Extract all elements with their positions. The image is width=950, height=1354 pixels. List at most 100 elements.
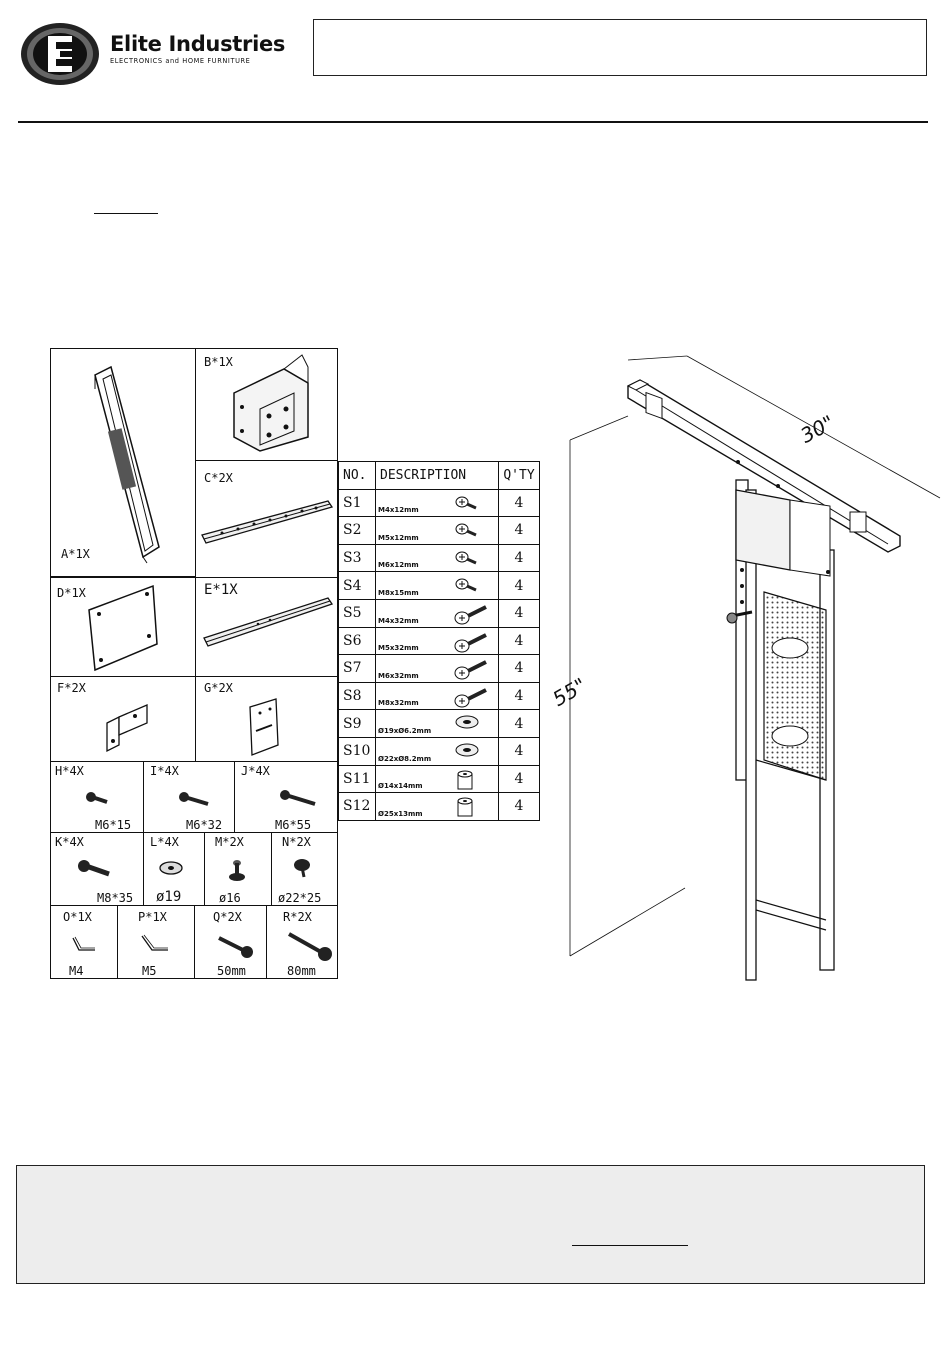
part-label-j: J*4X [241,764,270,778]
dimension-line [686,355,941,499]
part-label-p: P*1X [138,910,167,924]
row-qty: 4 [498,681,540,711]
part-cell-o: O*1X M4 [50,905,118,979]
part-size-h: M6*15 [95,818,132,832]
row-number: S7 [338,654,376,683]
washer-icon [159,861,183,875]
part-label-b: B*1X [204,355,233,369]
bolt-icon [179,792,209,806]
spec-text: Ø22xØ8.2mm [378,754,432,763]
row-number: S5 [338,598,376,628]
row-number: S10 [338,736,376,766]
row-number: S9 [338,709,376,738]
foot-icon [229,860,245,881]
part-size-o: M4 [69,964,84,978]
part-size-n: ø22*25 [278,891,322,905]
row-qty: 4 [498,736,540,766]
long-screw-icon [454,632,490,658]
header-divider [18,121,928,123]
bolt-icon [86,792,108,804]
row-qty: 4 [498,543,540,573]
spec-text: M4x32mm [378,616,419,625]
small-screw-icon [454,494,480,516]
part-cell-a: A*1X [50,348,196,577]
spec-text: M6x32mm [378,671,419,680]
small-screw-icon [454,521,480,543]
spec-text: M4x12mm [378,506,419,515]
header-title-box [313,19,927,76]
spec-text: Ø14x14mm [378,782,423,791]
row-number: S1 [338,488,376,518]
row-description: M4x12mm [375,488,499,518]
part-label-i: I*4X [150,764,179,778]
part-cell-j: J*4X M6*55 [234,761,338,833]
row-qty: 4 [498,571,540,600]
long-bolt-icon [288,932,332,961]
part-cell-i: I*4X M6*32 [143,761,235,833]
part-cell-e: E*1X [195,577,338,677]
long-bolt-icon [218,936,253,958]
spacer-plate-icon [249,698,279,756]
l-bracket-icon [106,704,148,753]
row-description: M8x32mm [375,681,499,713]
row-description: Ø25x13mm [375,792,499,823]
spec-text: M8x32mm [378,699,419,708]
part-label-g: G*2X [204,681,233,695]
part-cell-p: P*1X M5 [117,905,195,979]
rail-bar-icon [201,500,334,544]
hex-key-icon [72,936,95,951]
part-cell-b: B*1X [195,348,338,461]
part-label-r: R*2X [283,910,312,924]
part-size-k: M8*35 [97,891,134,905]
hex-key-icon [141,934,168,951]
part-label-d: D*1X [57,586,86,600]
part-size-i: M6*32 [186,818,223,832]
part-size-r: 80mm [287,964,316,978]
part-cell-h: H*4X M6*15 [50,761,144,833]
row-description: M5x32mm [375,626,499,658]
long-screw-icon [454,687,490,713]
col-header-no: NO. [338,461,376,490]
row-number: S12 [338,792,376,821]
row-number: S4 [338,571,376,600]
row-qty: 4 [498,654,540,683]
table-header-row: NO. DESCRIPTION Q'TY [338,461,540,490]
row-description: M5x12mm [375,516,499,545]
spacer-icon [454,797,478,823]
small-screw-icon [454,549,480,571]
row-qty: 4 [498,598,540,628]
part-cell-g: G*2X [195,676,338,762]
part-cell-c: C*2X [195,460,338,578]
stand-assembly-drawing [569,355,941,981]
row-number: S3 [338,543,376,573]
part-label-f: F*2X [57,681,86,695]
dimension-line [627,355,688,361]
spec-text: M5x32mm [378,644,419,653]
washer-icon [454,742,484,764]
part-label-k: K*4X [55,835,84,849]
part-label-h: H*4X [55,764,84,778]
vertical-frame-icon [94,365,160,564]
row-number: S11 [338,764,376,794]
col-header-description: DESCRIPTION [375,461,499,490]
part-size-m: ø16 [219,891,241,905]
part-size-q: 50mm [217,964,246,978]
row-description: Ø14x14mm [375,764,499,794]
row-qty: 4 [498,709,540,738]
row-number: S6 [338,626,376,656]
footer-underline [572,1245,688,1246]
row-qty: 4 [498,764,540,794]
part-cell-d: D*1X [50,577,196,677]
